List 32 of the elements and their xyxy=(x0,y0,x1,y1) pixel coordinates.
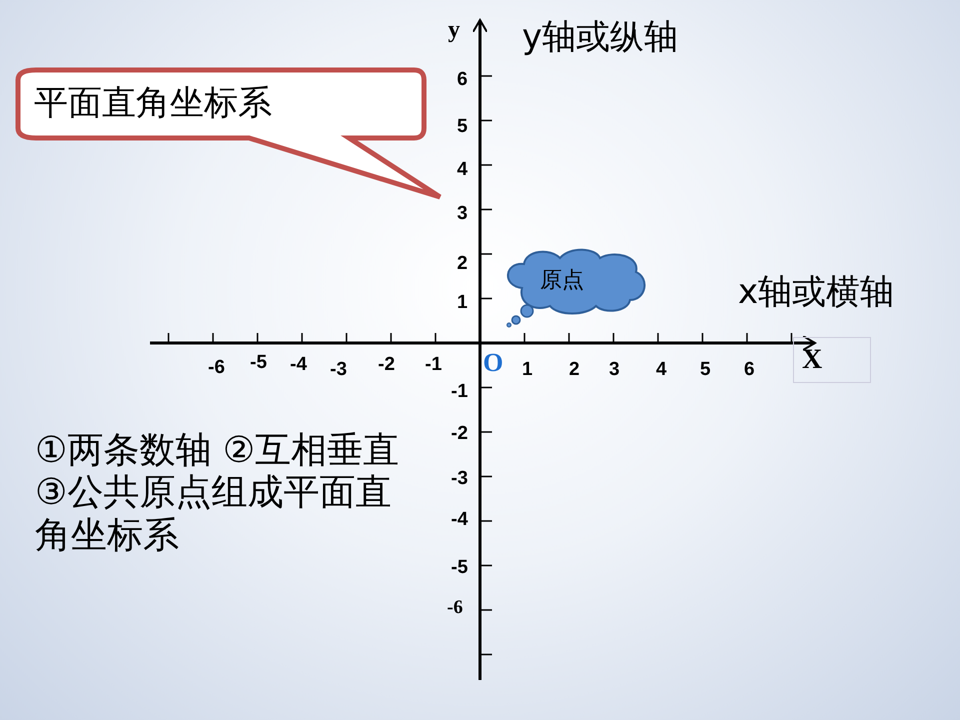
tick-label: -3 xyxy=(451,469,468,488)
tick-label: -1 xyxy=(425,355,442,374)
tick-label: 3 xyxy=(457,204,468,223)
tick-label: 4 xyxy=(656,360,667,379)
tick-label: -4 xyxy=(451,510,468,529)
tick-label: 5 xyxy=(700,360,711,379)
tick-label: 6 xyxy=(744,360,755,379)
tick-label: -6 xyxy=(208,358,225,377)
tick-label: 2 xyxy=(457,254,468,273)
tick-label: -3 xyxy=(330,360,347,379)
tick-label: -5 xyxy=(250,353,267,372)
tick-label: 4 xyxy=(457,160,468,179)
tick-label: -4 xyxy=(290,355,307,374)
axis-caption: y轴或纵轴 xyxy=(522,20,678,54)
tick-label: 1 xyxy=(522,360,533,379)
origin-label: O xyxy=(483,350,504,376)
tick-label: -6 xyxy=(447,598,463,617)
node-text: 原点 xyxy=(540,270,584,292)
note-text: ①两条数轴 ②互相垂直③公共原点组成平面直角坐标系 xyxy=(35,430,400,558)
tick-label: 2 xyxy=(569,360,580,379)
axis-name: y xyxy=(448,18,460,42)
tick-label: -5 xyxy=(451,558,468,577)
axis-name: X xyxy=(793,337,871,383)
node-text: 平面直角坐标系 xyxy=(34,86,272,120)
tick-label: -2 xyxy=(451,424,468,443)
tick-label: 6 xyxy=(457,70,468,89)
tick-label: 3 xyxy=(609,360,620,379)
tick-label: -1 xyxy=(451,382,468,401)
tick-label: -2 xyxy=(378,355,395,374)
tick-label: 5 xyxy=(457,117,468,136)
axis-caption: x轴或横轴 xyxy=(738,275,894,309)
tick-label: 1 xyxy=(457,293,468,312)
